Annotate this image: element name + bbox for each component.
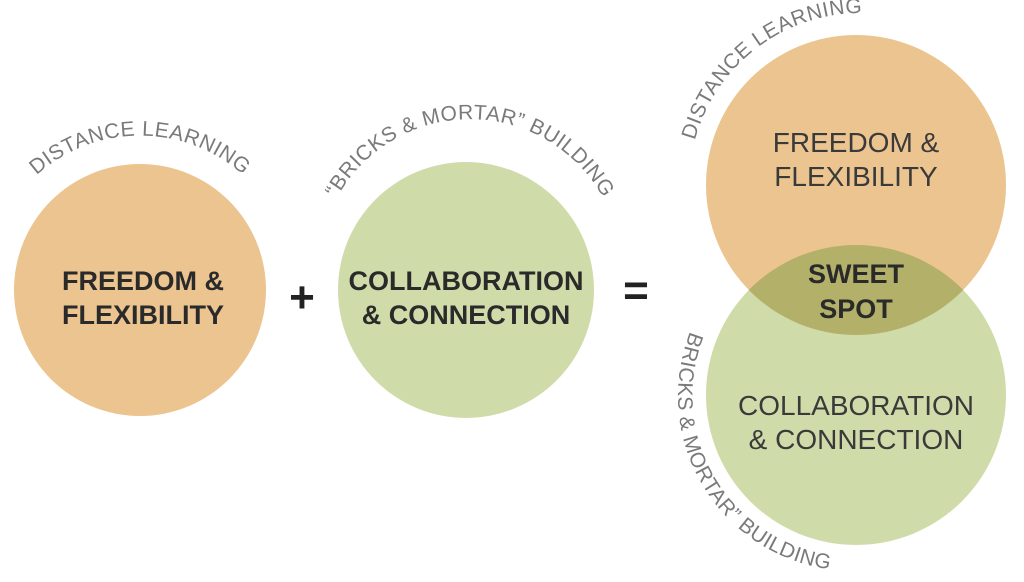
venn-overlap-line1: SWEET [808, 259, 905, 289]
middle-circle-line2: & CONNECTION [362, 300, 571, 330]
middle-circle-group: “BRICKS & MORTAR” BUILDING COLLABORATION… [321, 101, 618, 418]
venn-overlap-line2: SPOT [819, 294, 893, 324]
venn-bottom-line1: COLLABORATION [738, 390, 974, 421]
equals-sign: = [623, 266, 649, 315]
venn-top-circle [706, 35, 1006, 335]
left-circle-group: DISTANCE LEARNING FREEDOM & FLEXIBILITY [14, 118, 266, 416]
left-circle-line1: FREEDOM & [62, 266, 224, 296]
left-circle [14, 164, 266, 416]
venn-top-line2: FLEXIBILITY [774, 161, 938, 192]
venn-top-line1: FREEDOM & [773, 127, 940, 158]
left-circle-line2: FLEXIBILITY [62, 300, 224, 330]
plus-sign: + [289, 273, 315, 322]
venn-bottom-line2: & CONNECTION [749, 424, 964, 455]
middle-circle [338, 162, 594, 418]
middle-circle-line1: COLLABORATION [349, 266, 584, 296]
venn-bottom-circle [706, 245, 1006, 545]
